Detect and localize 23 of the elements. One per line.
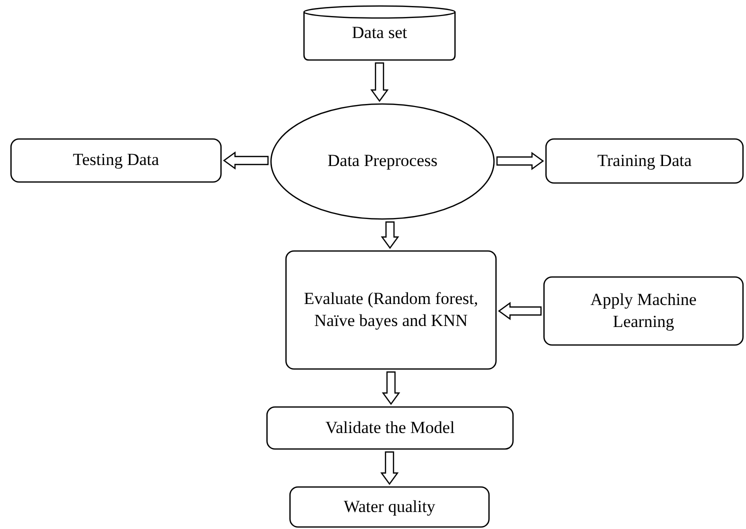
process-box bbox=[266, 406, 514, 450]
process-ellipse bbox=[270, 103, 495, 220]
node-label: Water quality bbox=[342, 496, 436, 518]
process-box bbox=[289, 486, 490, 528]
hollow-arrow bbox=[496, 152, 544, 170]
process-box bbox=[10, 138, 222, 183]
node-label: Training Data bbox=[596, 150, 693, 172]
node-label: Testing Data bbox=[72, 149, 160, 172]
hollow-arrow bbox=[380, 221, 400, 250]
hollow-arrow bbox=[498, 302, 542, 320]
process-box bbox=[543, 276, 744, 346]
hollow-arrow bbox=[382, 371, 400, 406]
hollow-arrow bbox=[380, 451, 399, 486]
data-store-shape bbox=[303, 5, 456, 61]
node-label: Evaluate (Random forest, Naïve bayes and KNN bbox=[302, 288, 480, 332]
node-label: Validate the Model bbox=[324, 416, 456, 439]
node-label: Data set bbox=[350, 22, 408, 44]
node-label: Apply Machine Learning bbox=[589, 288, 698, 333]
hollow-arrow bbox=[222, 151, 269, 170]
node-label: Data Preprocess bbox=[326, 150, 438, 172]
hollow-arrow bbox=[370, 62, 389, 102]
process-box bbox=[545, 138, 744, 184]
process-box bbox=[285, 250, 497, 370]
